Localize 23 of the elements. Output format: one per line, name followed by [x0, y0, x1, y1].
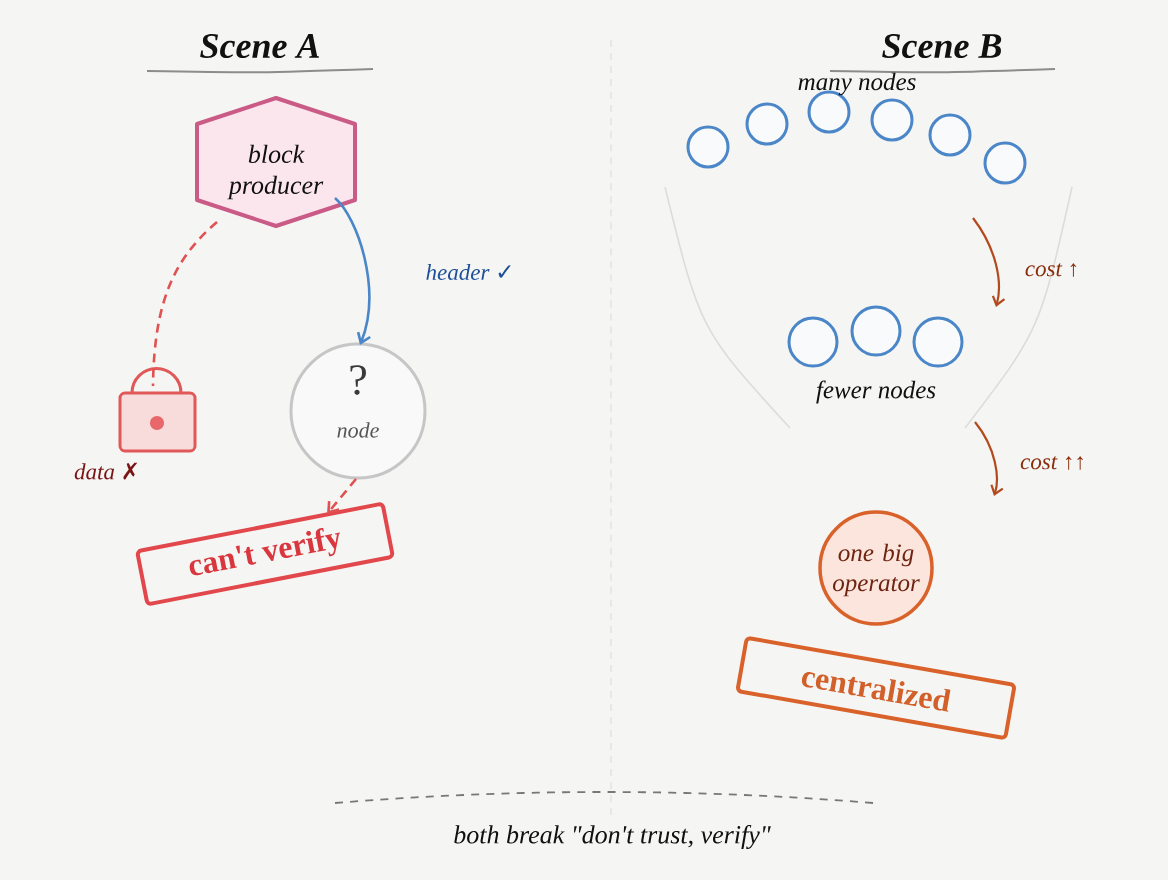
- node-circle: [912, 316, 964, 368]
- scene-heading: Scene A: [200, 33, 320, 59]
- lock-icon: [118, 367, 197, 453]
- group-label: fewer nodes: [816, 380, 936, 404]
- lock-label: data ✗: [74, 462, 137, 480]
- stamp: can't verify: [135, 502, 395, 606]
- cost-label: cost ↑: [1025, 263, 1077, 277]
- node-circle: [870, 98, 914, 142]
- connector-line: [151, 221, 218, 387]
- node-circle: [850, 305, 902, 357]
- caption-text: both break "don't trust, verify": [454, 825, 771, 849]
- node-circle: [983, 141, 1027, 185]
- node-circle: [928, 113, 972, 157]
- scene-heading: Scene B: [882, 33, 1002, 59]
- node-circle: [787, 316, 839, 368]
- node-circle: [686, 125, 730, 169]
- arrow: [327, 478, 357, 514]
- cost-label: cost ↑↑: [1020, 456, 1083, 470]
- hexagon: block producer: [195, 96, 357, 228]
- arrow: [334, 197, 371, 345]
- group-label: many nodes: [798, 72, 916, 96]
- stamp: centralized: [736, 636, 1016, 740]
- node-circle: [745, 102, 789, 146]
